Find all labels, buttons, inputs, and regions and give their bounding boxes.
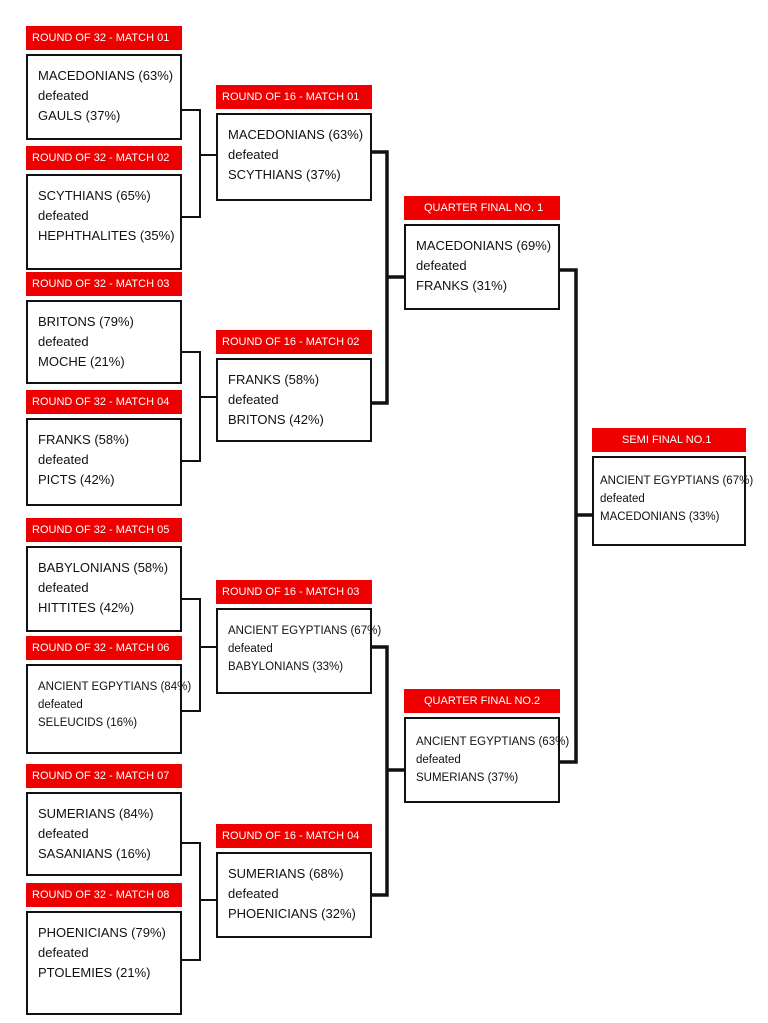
match-result-box: SUMERIANS (68%) defeated PHOENICIANS (32… <box>216 852 372 938</box>
loser-label: SCYTHIANS (37%) <box>228 167 341 182</box>
match-header: ROUND OF 16 - MATCH 01 <box>216 85 372 109</box>
match-header: ROUND OF 32 - MATCH 03 <box>26 272 182 296</box>
defeated-label: defeated <box>38 580 89 595</box>
match-result-box: MACEDONIANS (69%) defeated FRANKS (31%) <box>404 224 560 310</box>
match-result-box: MACEDONIANS (63%) defeated GAULS (37%) <box>26 54 182 140</box>
match-header: QUARTER FINAL NO.2 <box>404 689 560 713</box>
match-header: ROUND OF 32 - MATCH 05 <box>26 518 182 542</box>
match-header: ROUND OF 32 - MATCH 01 <box>26 26 182 50</box>
loser-label: HEPHTHALITES (35%) <box>38 228 175 243</box>
winner-label: BABYLONIANS (58%) <box>38 560 169 575</box>
loser-label: SASANIANS (16%) <box>38 846 151 861</box>
defeated-label: defeated <box>38 826 89 841</box>
loser-label: SELEUCIDS (16%) <box>38 717 138 729</box>
match-header: ROUND OF 16 - MATCH 02 <box>216 330 372 354</box>
connector-r32-m01-m02 <box>181 109 216 218</box>
winner-label: ANCIENT EGYPTIANS (63%) <box>416 736 570 748</box>
defeated-label: defeated <box>228 886 279 901</box>
connector-r16-m03-m04 <box>370 645 404 897</box>
defeated-label: defeated <box>228 147 279 162</box>
winner-label: FRANKS (58%) <box>38 432 130 447</box>
winner-label: SUMERIANS (84%) <box>38 806 154 821</box>
winner-label: SUMERIANS (68%) <box>228 866 344 881</box>
defeated-label: defeated <box>38 88 89 103</box>
winner-label: ANCIENT EGYPTIANS (67%) <box>228 625 382 637</box>
winner-label: FRANKS (58%) <box>228 372 320 387</box>
match-header: ROUND OF 16 - MATCH 03 <box>216 580 372 604</box>
loser-label: BABYLONIANS (33%) <box>228 661 344 673</box>
loser-label: HITTITES (42%) <box>38 600 135 615</box>
defeated-label: defeated <box>416 258 467 273</box>
connector-r32-m07-m08 <box>181 842 216 961</box>
match-header: ROUND OF 32 - MATCH 07 <box>26 764 182 788</box>
loser-label: MOCHE (21%) <box>38 354 125 369</box>
match-header: ROUND OF 16 - MATCH 04 <box>216 824 372 848</box>
match-result-box: ANCIENT EGYPTIANS (67%) defeated BABYLON… <box>216 608 382 694</box>
match-header: ROUND OF 32 - MATCH 08 <box>26 883 182 907</box>
match-header: ROUND OF 32 - MATCH 06 <box>26 636 182 660</box>
winner-label: PHOENICIANS (79%) <box>38 925 166 940</box>
loser-label: GAULS (37%) <box>38 108 121 123</box>
match-header: QUARTER FINAL NO. 1 <box>404 196 560 220</box>
match-result-box: SUMERIANS (84%) defeated SASANIANS (16%) <box>26 792 182 876</box>
match-result-box: SCYTHIANS (65%) defeated HEPHTHALITES (3… <box>26 174 182 270</box>
match-header: ROUND OF 32 - MATCH 02 <box>26 146 182 170</box>
loser-label: PTOLEMIES (21%) <box>38 965 151 980</box>
winner-label: MACEDONIANS (63%) <box>228 127 364 142</box>
winner-label: ANCIENT EGPYTIANS (84%) <box>38 681 192 693</box>
connector-qf-sf <box>560 268 592 764</box>
defeated-label: defeated <box>600 493 645 505</box>
loser-label: SUMERIANS (37%) <box>416 772 519 784</box>
match-result-box: FRANKS (58%) defeated PICTS (42%) <box>26 418 182 506</box>
loser-label: FRANKS (31%) <box>416 278 508 293</box>
defeated-label: defeated <box>38 945 89 960</box>
match-result-box: FRANKS (58%) defeated BRITONS (42%) <box>216 358 372 442</box>
connector-r32-m03-m04 <box>181 351 216 462</box>
defeated-label: defeated <box>38 208 89 223</box>
match-result-box: MACEDONIANS (63%) defeated SCYTHIANS (37… <box>216 113 372 201</box>
defeated-label: defeated <box>38 334 89 349</box>
loser-label: MACEDONIANS (33%) <box>600 511 720 523</box>
defeated-label: defeated <box>228 643 273 655</box>
winner-label: BRITONS (79%) <box>38 314 134 329</box>
match-result-box: BABYLONIANS (58%) defeated HITTITES (42%… <box>26 546 182 632</box>
match-result-box: ANCIENT EGYPTIANS (67%) defeated MACEDON… <box>592 456 754 546</box>
match-header: SEMI FINAL NO.1 <box>592 428 746 452</box>
match-result-box: BRITONS (79%) defeated MOCHE (21%) <box>26 300 182 384</box>
winner-label: SCYTHIANS (65%) <box>38 188 151 203</box>
defeated-label: defeated <box>228 392 279 407</box>
winner-label: MACEDONIANS (69%) <box>416 238 552 253</box>
loser-label: PICTS (42%) <box>38 472 115 487</box>
match-header: ROUND OF 32 - MATCH 04 <box>26 390 182 414</box>
loser-label: BRITONS (42%) <box>228 412 324 427</box>
connector-r32-m05-m06 <box>181 598 216 712</box>
match-result-box: ANCIENT EGPYTIANS (84%) defeated SELEUCI… <box>26 664 192 754</box>
loser-label: PHOENICIANS (32%) <box>228 906 356 921</box>
defeated-label: defeated <box>416 754 461 766</box>
match-result-box: PHOENICIANS (79%) defeated PTOLEMIES (21… <box>26 911 182 1015</box>
winner-label: MACEDONIANS (63%) <box>38 68 174 83</box>
match-result-box: ANCIENT EGYPTIANS (63%) defeated SUMERIA… <box>404 717 570 803</box>
defeated-label: defeated <box>38 699 83 711</box>
winner-label: ANCIENT EGYPTIANS (67%) <box>600 475 754 487</box>
defeated-label: defeated <box>38 452 89 467</box>
connector-r16-m01-m02 <box>370 150 404 405</box>
